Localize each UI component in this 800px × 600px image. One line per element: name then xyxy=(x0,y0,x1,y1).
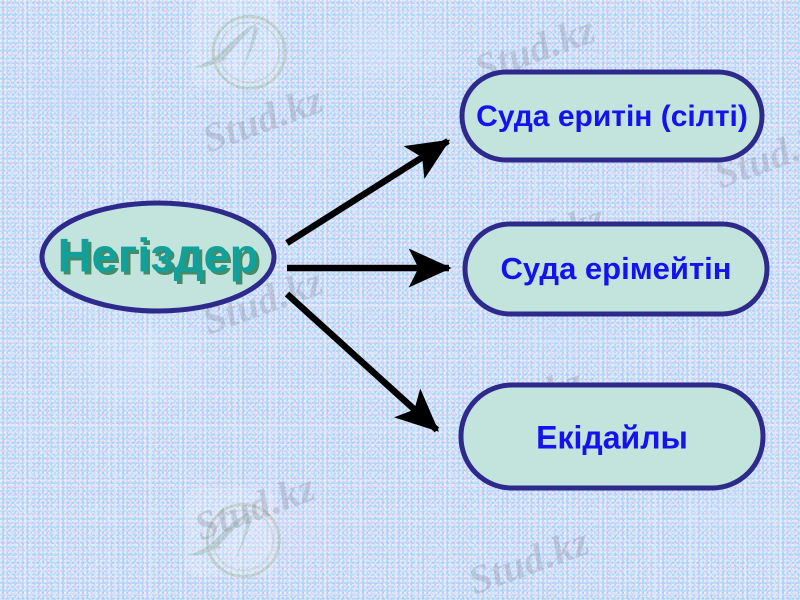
branch-node-3-shape xyxy=(458,382,766,491)
root-node[interactable]: Негіздер Негіздер xyxy=(39,200,277,314)
arrow-to-branch-1 xyxy=(285,138,451,246)
branch-node-1[interactable]: Суда еритін (сілті) xyxy=(459,69,765,163)
branch-node-3[interactable]: Екідайлы xyxy=(458,382,766,491)
branch-node-2-label: Суда ерімейтін xyxy=(501,251,732,286)
branch-node-3-label: Екідайлы xyxy=(536,419,688,455)
arrow-to-branch-3 xyxy=(284,291,440,433)
root-node-shape xyxy=(39,200,277,314)
branch-node-1-label: Суда еритін (сілті) xyxy=(476,100,748,133)
branch-node-1-shape xyxy=(459,69,765,163)
root-node-label-shadow: Негіздер xyxy=(61,231,262,284)
branch-node-2[interactable]: Суда ерімейтін xyxy=(462,221,770,317)
branch-node-2-shape xyxy=(462,221,770,317)
root-node-label: Негіздер xyxy=(58,228,259,281)
arrow-group xyxy=(284,138,452,433)
